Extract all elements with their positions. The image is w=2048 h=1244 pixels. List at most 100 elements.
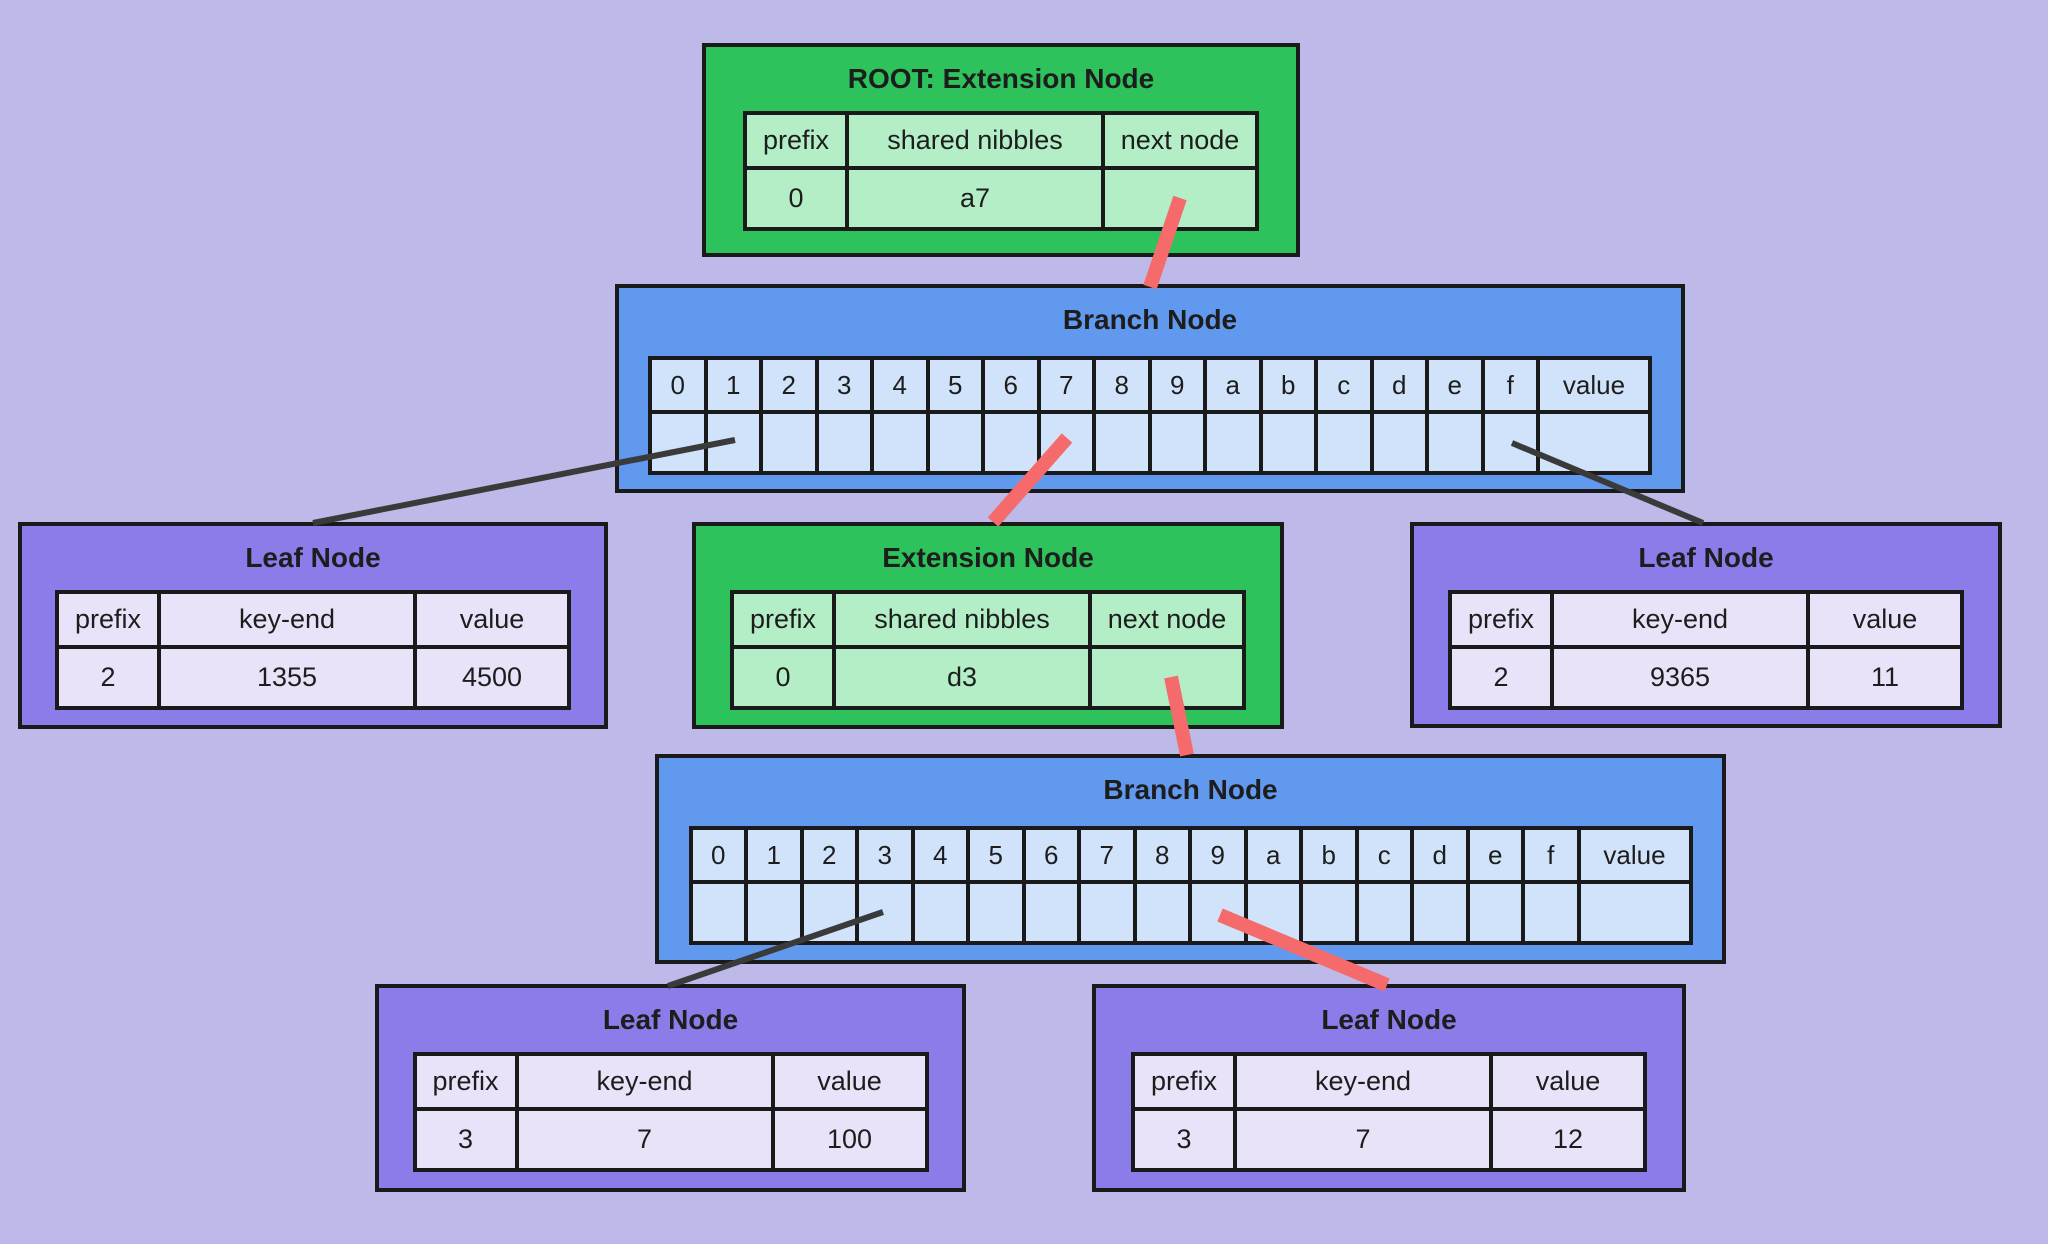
root-extension-node: ROOT: Extension Node prefix shared nibbl… xyxy=(702,43,1300,257)
prefix-header-cell: prefix xyxy=(412,1052,519,1111)
branch-slot-pointer-cell xyxy=(910,880,970,945)
table-value-row: 2 9365 11 xyxy=(1448,645,1964,710)
branch-slot-label: 3 xyxy=(855,826,915,884)
branch-slot-pointer-cell xyxy=(1077,880,1137,945)
prefix-header-cell: prefix xyxy=(730,590,836,649)
next-node-header-cell: next node xyxy=(1088,590,1246,649)
leaf-node-right: Leaf Node prefix key-end value 2 9365 11 xyxy=(1410,522,2002,728)
table-value-row: 3 7 100 xyxy=(412,1107,929,1172)
branch-slot-pointer-cell xyxy=(1258,410,1318,475)
branch-slot-pointer-cell xyxy=(648,410,708,475)
branch-slot-pointer-cell xyxy=(759,410,819,475)
branch-slot-label: 0 xyxy=(688,826,748,884)
prefix-header-cell: prefix xyxy=(1131,1052,1237,1111)
branch-slot-pointer-cell xyxy=(1465,880,1525,945)
branch-slot-label: 2 xyxy=(799,826,859,884)
branch-slot-label-row: 0 1 2 3 4 5 6 7 8 9 a b c d e f value xyxy=(648,356,1652,414)
branch-slot-label: a xyxy=(1243,826,1303,884)
branch-slot-pointer-cell xyxy=(966,880,1026,945)
key-end-header-cell: key-end xyxy=(157,590,417,649)
branch-node-lower: Branch Node 0 1 2 3 4 5 6 7 8 9 a b c d … xyxy=(655,754,1726,964)
node-title: Leaf Node xyxy=(1321,1004,1457,1035)
prefix-value-cell: 2 xyxy=(55,645,161,710)
shared-nibbles-header-cell: shared nibbles xyxy=(845,111,1105,170)
branch-slot-label: b xyxy=(1258,356,1318,414)
branch-slot-label: 9 xyxy=(1188,826,1248,884)
prefix-value-cell: 2 xyxy=(1448,645,1554,710)
table-header-row: prefix key-end value xyxy=(55,590,571,649)
branch-slot-label: 6 xyxy=(981,356,1041,414)
prefix-value-cell: 0 xyxy=(730,645,836,710)
value-value-cell: 4500 xyxy=(413,645,571,710)
branch-slot-label: 5 xyxy=(925,356,985,414)
node-title: Branch Node xyxy=(1062,304,1238,335)
key-end-header-cell: key-end xyxy=(1550,590,1810,649)
next-node-header-cell: next node xyxy=(1101,111,1259,170)
extension-node-mid: Extension Node prefix shared nibbles nex… xyxy=(692,522,1284,729)
branch-slot-label: 6 xyxy=(1021,826,1081,884)
branch-slot-pointer-cell xyxy=(925,410,985,475)
branch-slot-label: a xyxy=(1203,356,1263,414)
branch-slot-pointer-cell xyxy=(1203,410,1263,475)
branch-slot-label: 8 xyxy=(1132,826,1192,884)
leaf-node-table: prefix key-end value 3 7 12 xyxy=(1131,1052,1647,1172)
branch-slot-label: 0 xyxy=(648,356,708,414)
branch-slot-label: f xyxy=(1480,356,1540,414)
branch-slot-label: e xyxy=(1465,826,1525,884)
leaf-node-bottom-right: Leaf Node prefix key-end value 3 7 12 xyxy=(1092,984,1686,1192)
prefix-value-cell: 0 xyxy=(743,166,849,231)
branch-slot-pointer-cell xyxy=(1036,410,1096,475)
shared-nibbles-value-cell: d3 xyxy=(832,645,1092,710)
branch-slot-label: 9 xyxy=(1147,356,1207,414)
branch-slot-label: d xyxy=(1410,826,1470,884)
leaf-node-table: prefix key-end value 3 7 100 xyxy=(412,1052,929,1172)
branch-slot-label: 1 xyxy=(703,356,763,414)
node-title: ROOT: Extension Node xyxy=(847,63,1155,94)
table-header-row: prefix key-end value xyxy=(412,1052,929,1111)
node-title: Leaf Node xyxy=(245,542,381,573)
table-value-row: 0 a7 xyxy=(743,166,1259,231)
leaf-node-table: prefix key-end value 2 1355 4500 xyxy=(55,590,571,710)
branch-slot-label: c xyxy=(1354,826,1414,884)
branch-slot-label: d xyxy=(1369,356,1429,414)
prefix-header-cell: prefix xyxy=(1448,590,1554,649)
branch-value-pointer-cell xyxy=(1576,880,1693,945)
branch-slot-pointer-cell xyxy=(1425,410,1485,475)
node-title: Leaf Node xyxy=(602,1004,739,1035)
shared-nibbles-header-cell: shared nibbles xyxy=(832,590,1092,649)
table-value-row: 3 7 12 xyxy=(1131,1107,1647,1172)
value-header-cell: value xyxy=(413,590,571,649)
branch-slot-pointer-cell xyxy=(1354,880,1414,945)
table-value-row: 0 d3 xyxy=(730,645,1246,710)
node-title: Branch Node xyxy=(1103,774,1278,805)
value-value-cell: 11 xyxy=(1806,645,1964,710)
branch-slot-pointer-row xyxy=(688,880,1693,945)
branch-slot-label: 8 xyxy=(1092,356,1152,414)
table-value-row: 2 1355 4500 xyxy=(55,645,571,710)
branch-value-pointer-cell xyxy=(1536,410,1652,475)
table-header-row: prefix shared nibbles next node xyxy=(730,590,1246,649)
branch-slot-label: 2 xyxy=(759,356,819,414)
branch-slot-pointer-cell xyxy=(1243,880,1303,945)
branch-slot-pointer-cell xyxy=(688,880,748,945)
shared-nibbles-value-cell: a7 xyxy=(845,166,1105,231)
branch-slot-pointer-cell xyxy=(981,410,1041,475)
branch-slot-table: 0 1 2 3 4 5 6 7 8 9 a b c d e f value xyxy=(688,826,1693,945)
branch-slot-label: 3 xyxy=(814,356,874,414)
branch-node-top: Branch Node 0 1 2 3 4 5 6 7 8 9 a b c d … xyxy=(615,284,1685,493)
extension-node-table: prefix shared nibbles next node 0 d3 xyxy=(730,590,1246,710)
branch-slot-pointer-cell xyxy=(703,410,763,475)
key-end-header-cell: key-end xyxy=(1233,1052,1493,1111)
branch-slot-pointer-cell xyxy=(1521,880,1581,945)
branch-slot-pointer-cell xyxy=(1369,410,1429,475)
branch-slot-pointer-cell xyxy=(814,410,874,475)
branch-slot-pointer-cell xyxy=(1092,410,1152,475)
branch-slot-label-row: 0 1 2 3 4 5 6 7 8 9 a b c d e f value xyxy=(688,826,1693,884)
branch-slot-label: 4 xyxy=(870,356,930,414)
branch-slot-label: 5 xyxy=(966,826,1026,884)
leaf-node-left: Leaf Node prefix key-end value 2 1355 45… xyxy=(18,522,608,729)
prefix-value-cell: 3 xyxy=(1131,1107,1237,1172)
branch-slot-label: b xyxy=(1299,826,1359,884)
branch-slot-pointer-cell xyxy=(1480,410,1540,475)
